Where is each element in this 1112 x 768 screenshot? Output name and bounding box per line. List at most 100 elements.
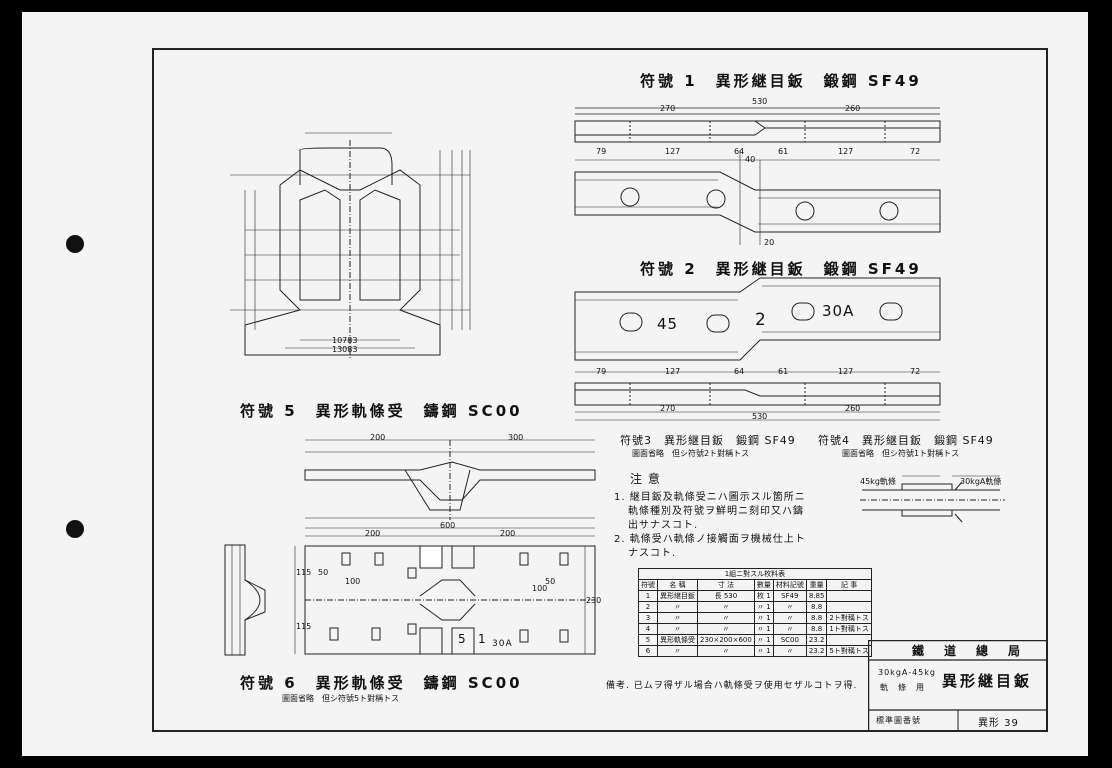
- note-1-line-1: 1. 継目鈑及軌條受ニハ圖示スル箇所ニ: [614, 492, 806, 503]
- stamp-45: 45: [657, 315, 679, 333]
- bom-cell: SC00: [772, 634, 807, 646]
- dim-115-p6-b: 115: [296, 622, 312, 631]
- bom-cell: 8.8: [805, 612, 828, 624]
- dim-50-p6-a: 50: [318, 568, 329, 577]
- dim-64-p2: 64: [734, 367, 745, 376]
- dim-127-p1a: 127: [665, 147, 681, 156]
- dim-72-p2: 72: [910, 367, 921, 376]
- part4-note: 圖面省略 但シ符號1ト對稱トス: [842, 449, 960, 458]
- title-block: 鐵 道 總 局 30kgA-45kg 軌 條 用 異形継目鈑 標準圖番號 異形 …: [868, 640, 1048, 732]
- bom-cell: 1: [638, 590, 658, 602]
- remark: 備考. 已ムヲ得ザル場合ハ軌條受ヲ使用セザルコトヲ得.: [606, 681, 858, 691]
- bom-cell: 〃: [697, 645, 755, 657]
- bom-cell: [826, 590, 872, 602]
- bom-cell: 〃: [657, 612, 698, 624]
- part5-drawing: [230, 133, 470, 360]
- dim-64-p1: 64: [734, 147, 745, 156]
- part6-drawing: [225, 440, 595, 655]
- bom-cell: 〃 1: [753, 601, 774, 613]
- notes-heading: 注 意: [630, 472, 661, 486]
- bom-cell: 5ト對稱トス: [826, 645, 872, 657]
- stamp-5: 5: [458, 632, 467, 646]
- binder-hole-bottom: [66, 520, 84, 538]
- dim-200-p6-top: 200: [370, 433, 386, 442]
- bom-header-cell: 數量: [753, 579, 774, 591]
- stamp-1: 1: [478, 632, 487, 646]
- bom-row: 2〃〃〃 1〃8.8: [638, 601, 872, 613]
- part2-drawing: [575, 278, 940, 420]
- bom-cell: 〃: [697, 612, 755, 624]
- bom-cell: 〃 1: [753, 645, 774, 657]
- bom-cell: [826, 601, 872, 613]
- dim-270-bottom: 270: [660, 404, 676, 413]
- title-block-std-label: 標準圖番號: [876, 716, 921, 725]
- bom-cell: 23.2: [805, 634, 828, 646]
- note-1-line-3: 出サナスコト.: [628, 520, 699, 531]
- bom-cell: 8.8: [805, 623, 828, 635]
- bom-header-cell: 名 稱: [657, 579, 698, 591]
- title-block-subtitle-a: 30kgA-45kg: [878, 668, 936, 677]
- bom-cell: 5: [638, 634, 658, 646]
- bom-caption: 1組ニ對スル枚料表: [638, 568, 872, 580]
- title-block-org: 鐵 道 總 局: [912, 644, 1025, 658]
- bom-cell: 〃: [772, 612, 807, 624]
- stamp-30a: 30A: [822, 302, 855, 320]
- dim-40-p1: 40: [745, 155, 756, 164]
- bom-cell: 〃: [697, 601, 755, 613]
- bom-header-cell: 材料記號: [772, 579, 807, 591]
- bom-cell: 〃: [657, 623, 698, 635]
- rail-label-30kga: 30kgA軌條: [960, 477, 1002, 486]
- dim-13083: 13083: [332, 345, 358, 354]
- part2-title: 符號 2 異形継目鈑 鍛鋼 SF49: [640, 260, 922, 278]
- bom-cell: 長 530: [697, 590, 755, 602]
- bom-cell: 8.8: [805, 601, 828, 613]
- title-block-std-number: 異形 39: [978, 718, 1019, 729]
- bom-cell: 6: [638, 645, 658, 657]
- part6-note: 圖面省略 但シ符號5ト對稱トス: [282, 694, 400, 703]
- dim-100-p6-b: 100: [532, 584, 548, 593]
- dim-127-p2b: 127: [838, 367, 854, 376]
- dim-79-p1: 79: [596, 147, 607, 156]
- dim-300-p6-top: 300: [508, 433, 524, 442]
- bom-cell: 〃 1: [753, 623, 774, 635]
- drawing-frame: [152, 48, 1048, 732]
- bom-cell: 〃 1: [753, 612, 774, 624]
- bom-cell: 8.85: [805, 590, 828, 602]
- bom-header-cell: 符號: [638, 579, 658, 591]
- bom-cell: 枚 1: [753, 590, 774, 602]
- bom-cell: 〃 1: [753, 634, 774, 646]
- binder-hole-top: [66, 235, 84, 253]
- bom-cell: 異形軌條受: [657, 634, 698, 646]
- dim-230-p6: 230: [586, 596, 602, 605]
- note-1-line-2: 軌條種別及符號ヲ鮮明ニ刻印又ハ鑄: [628, 506, 804, 517]
- dim-260-bottom: 260: [845, 404, 861, 413]
- bom-cell: 2ト對稱トス: [826, 612, 872, 624]
- bom-cell: 3: [638, 612, 658, 624]
- title-block-lines: [868, 640, 1048, 732]
- bom-cell: 〃: [772, 623, 807, 635]
- dim-127-p2a: 127: [665, 367, 681, 376]
- bom-cell: 〃: [697, 623, 755, 635]
- bom-cell: 〃: [657, 645, 698, 657]
- dim-72-p1: 72: [910, 147, 921, 156]
- dim-115-p6-a: 115: [296, 568, 312, 577]
- rail-joint-schematic: [860, 476, 1005, 522]
- part4-title: 符號4 異形継目鈑 鍛鋼 SF49: [818, 434, 994, 447]
- dim-79-p2: 79: [596, 367, 607, 376]
- dim-600-p6: 600: [440, 521, 456, 530]
- part3-note: 圖面省略 但シ符號2ト對稱トス: [632, 449, 750, 458]
- dim-100-p6-a: 100: [345, 577, 361, 586]
- dim-200-p6-a: 200: [365, 529, 381, 538]
- stamp-30a-p6: 30A: [492, 639, 513, 649]
- dim-127-p1b: 127: [838, 147, 854, 156]
- rail-label-45kg: 45kg軌條: [860, 477, 896, 486]
- title-block-name: 異形継目鈑: [942, 672, 1033, 690]
- part6-title: 符號 6 異形軌條受 鑄鋼 SC00: [240, 674, 523, 692]
